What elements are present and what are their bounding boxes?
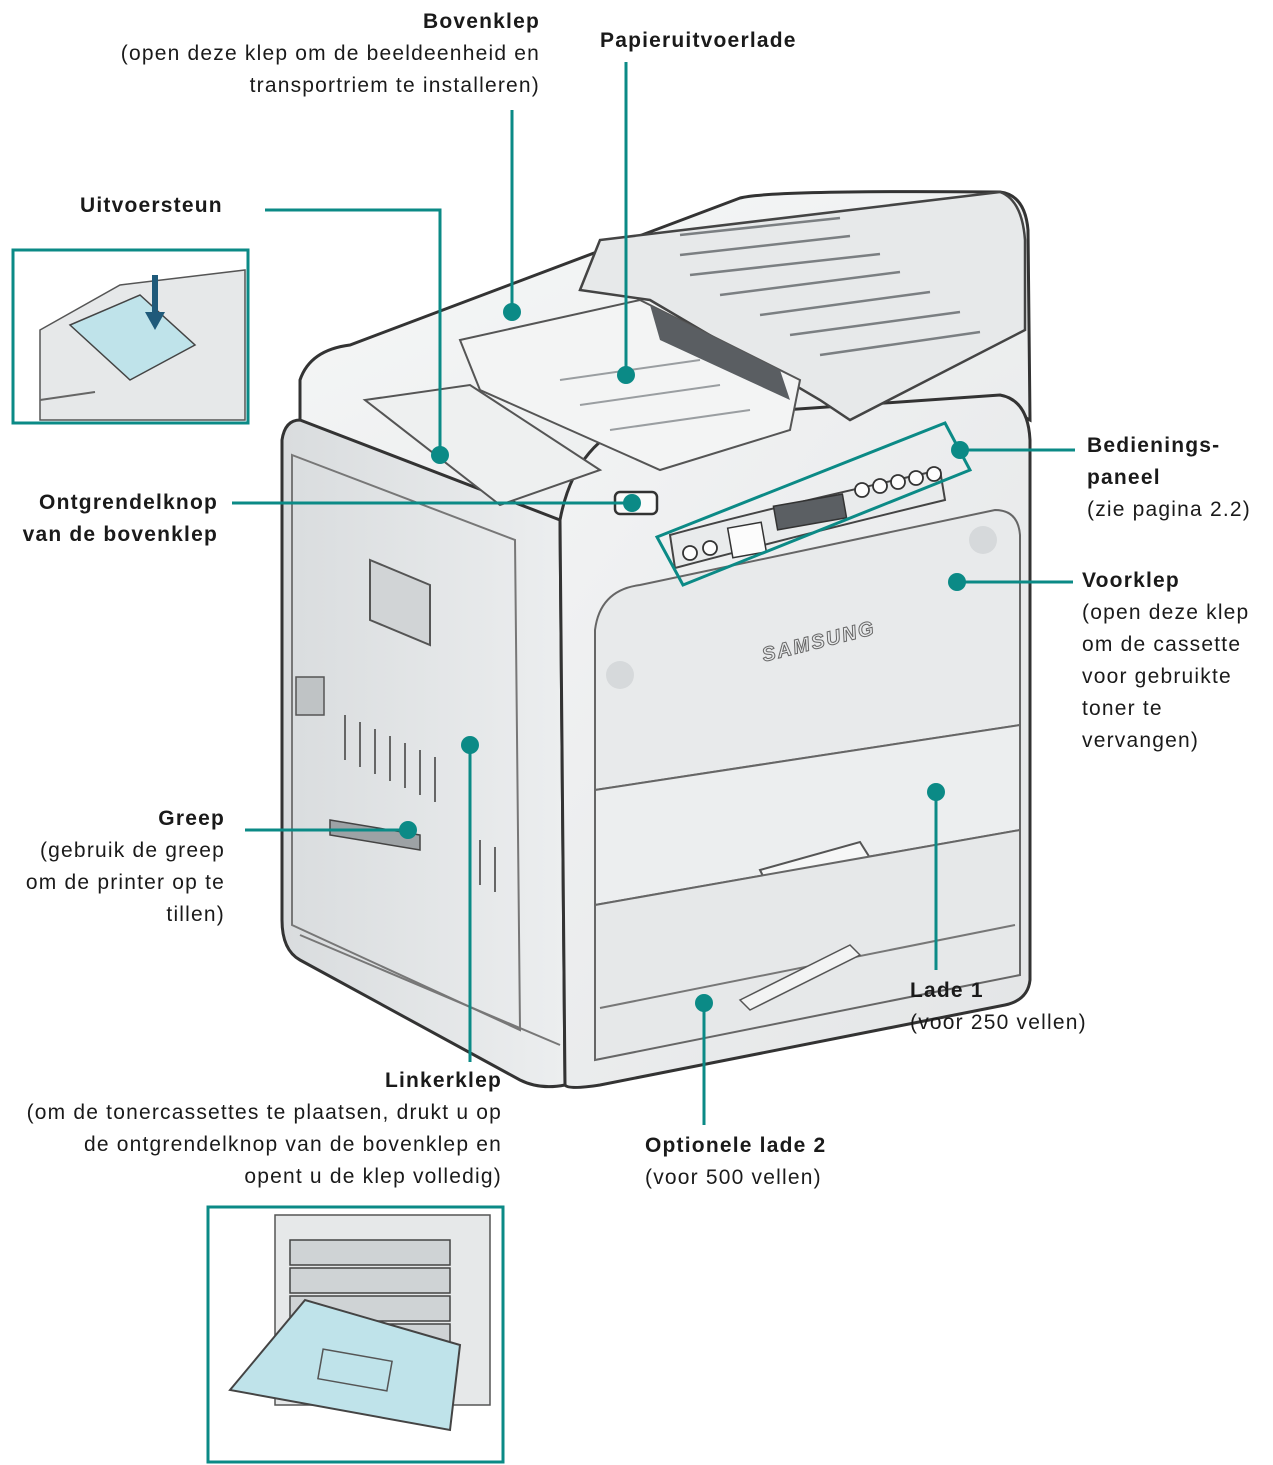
label-bedieningspaneel: Bedienings-paneel (zie pagina 2.2) [1087,430,1267,526]
label-title: Ontgrendelknop van de bovenklep [22,491,218,546]
printer-left-side [280,418,567,1089]
label-bovenklep: Bovenklep (open deze klep om de beeldeen… [70,6,540,102]
inset-left-cover-open [206,1205,505,1464]
label-greep: Greep (gebruik de greep om de printer op… [10,803,225,931]
label-desc: (voor 250 vellen) [910,1011,1087,1034]
label-title: Optionele lade 2 [645,1134,827,1157]
label-title: Bedienings-paneel [1087,434,1221,489]
label-title: Greep [158,807,225,830]
label-lade2: Optionele lade 2 (voor 500 vellen) [645,1130,905,1194]
leader-lines [232,62,1075,1125]
label-desc: (open deze klep om de beeldeenheid en tr… [120,42,540,97]
control-panel-highlight [654,421,973,587]
label-desc: (om de tonercassettes te plaatsen, drukt… [26,1101,502,1188]
label-desc: (voor 500 vellen) [645,1166,822,1189]
label-title: Bovenklep [423,10,540,33]
label-desc: (gebruik de greep om de printer op te ti… [25,839,225,926]
label-desc: (open deze klep om de cassette voor gebr… [1082,601,1250,752]
label-title: Uitvoersteun [80,194,223,217]
label-title: Voorklep [1082,569,1180,592]
front-cover [594,508,1021,792]
label-linkerklep: Linkerklep (om de tonercassettes te plaa… [22,1065,502,1193]
exit-tray-housing [578,190,1027,422]
label-title: Papieruitvoerlade [600,29,797,52]
left-cover [291,453,522,1032]
output-support-flap [362,383,603,507]
label-voorklep: Voorklep (open deze klep om de cassette … [1082,565,1267,757]
label-title: Linkerklep [384,1069,502,1092]
label-lade1: Lade 1 (voor 250 vellen) [910,975,1130,1039]
left-handle-recess [369,558,431,647]
label-ontgrendelknop: Ontgrendelknop van de bovenklep [3,487,218,551]
label-uitvoersteun: Uitvoersteun [80,190,223,222]
label-papieruitvoerlade: Papieruitvoerlade [600,25,797,57]
inset-output-support [11,248,250,425]
label-desc: (zie pagina 2.2) [1087,498,1251,521]
side-vent [295,676,325,716]
label-title: Lade 1 [910,979,984,1002]
